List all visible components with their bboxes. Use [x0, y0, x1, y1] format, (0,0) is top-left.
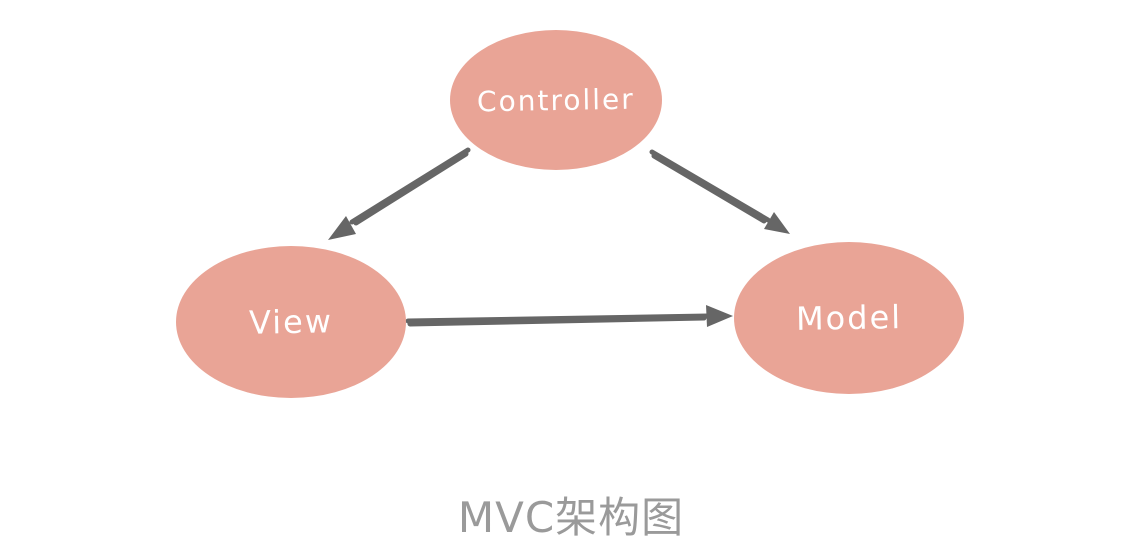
- node-controller: Controller: [450, 30, 662, 170]
- node-controller-label: Controller: [476, 82, 636, 118]
- node-model: Model: [734, 242, 964, 394]
- arrowhead-view-to-model: [706, 305, 733, 327]
- diagram-caption: MVC架构图: [457, 493, 685, 542]
- node-view-label: View: [248, 302, 334, 342]
- arrow-controller-to-model: [649, 149, 790, 234]
- arrow-view-to-model: [405, 305, 733, 327]
- node-model-label: Model: [795, 298, 903, 338]
- arrowhead-to-model: [764, 212, 790, 234]
- arrowhead-to-view: [328, 216, 356, 240]
- node-view: View: [176, 246, 406, 398]
- arrow-controller-to-view: [328, 147, 471, 240]
